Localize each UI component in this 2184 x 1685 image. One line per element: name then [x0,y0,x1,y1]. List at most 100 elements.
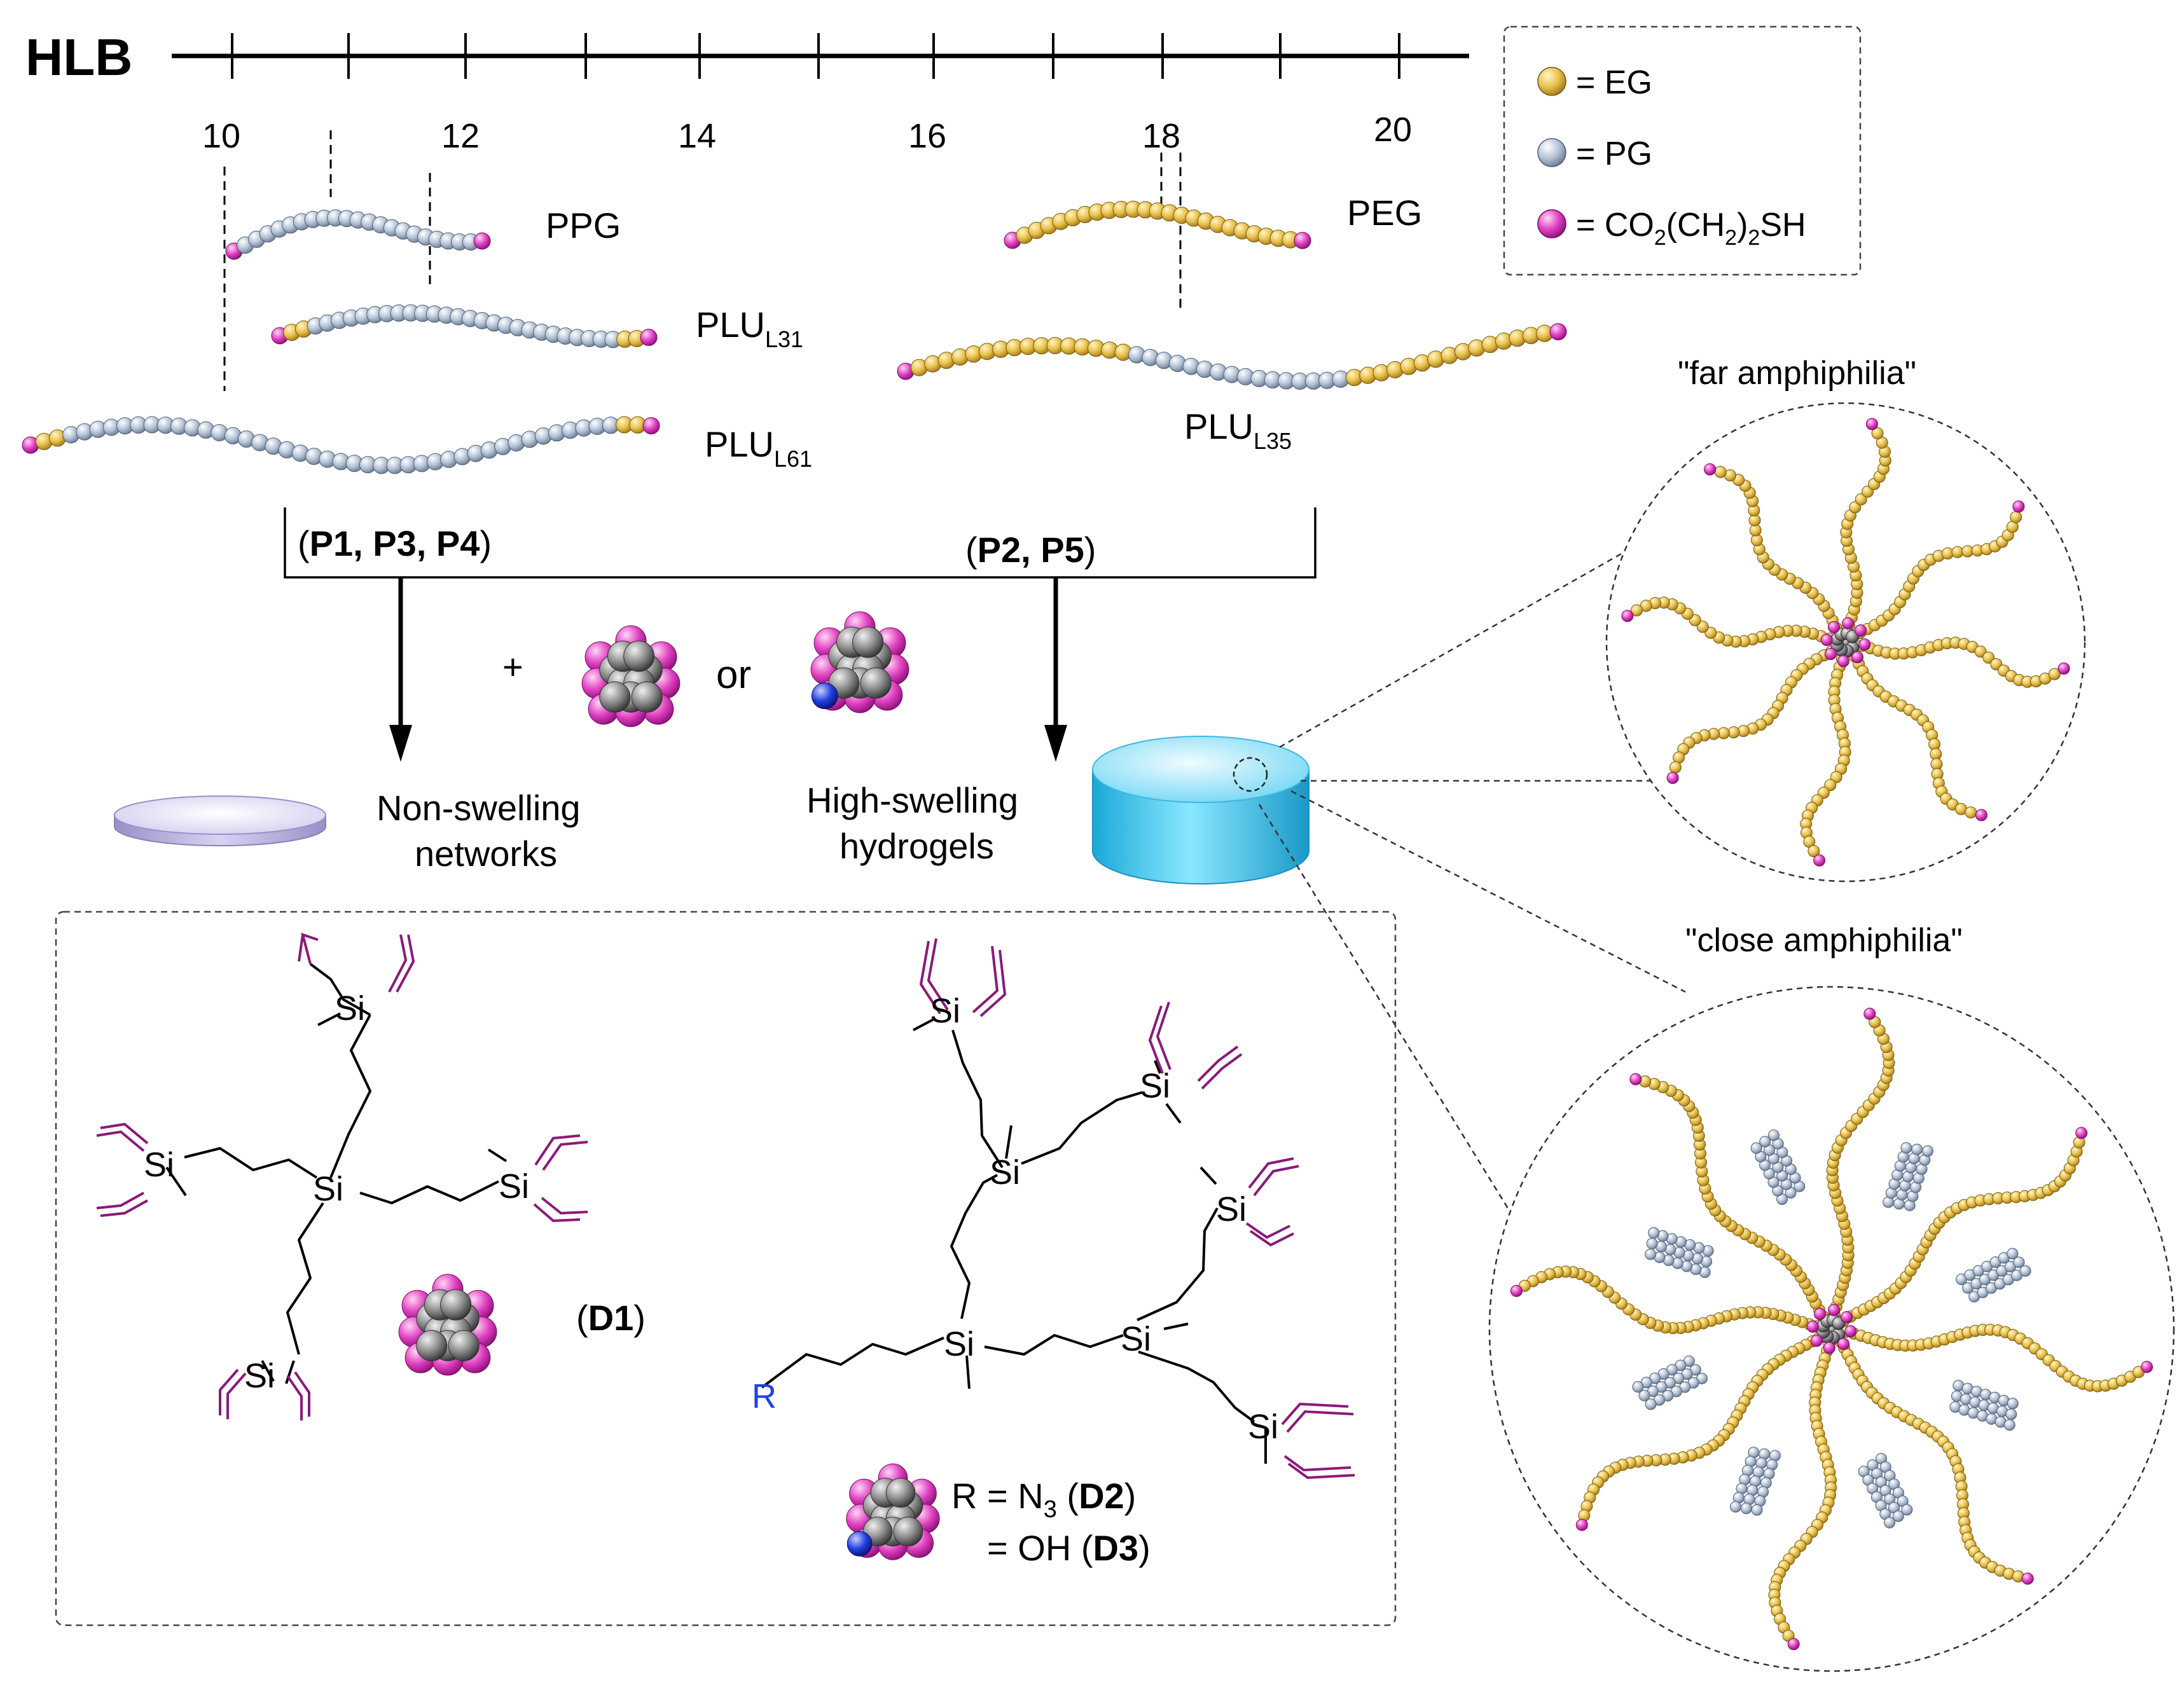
hydrogel-puck [1092,736,1310,884]
core-thiol-bead [1806,1320,1819,1333]
pg-bead [1638,1389,1650,1401]
eg-bead [1951,546,1964,558]
d1-si-center: Si [313,1170,343,1208]
close-amphiphilia-title: "close amphiphilia" [1685,922,1963,959]
thiol-bead [1629,1073,1642,1085]
d1-si-bottom: Si [244,1357,275,1395]
eg-bead [1631,604,1643,617]
eg-bead [1824,779,1837,792]
plu-l35-chain [897,323,1567,390]
d1-dendrimer-icon [398,1274,497,1376]
thiol-bead [1294,231,1311,249]
dendrimer-core-bead [599,681,631,713]
dendrimer-core-bead [416,1330,448,1361]
peg-label: PEG [1347,193,1422,233]
eg-bead-icon [1537,67,1566,96]
legend-eg: = EG [1576,64,1652,101]
pg-bead [1740,1503,1752,1515]
core-thiol-bead [1823,1342,1835,1354]
close-star-network [1510,1007,2153,1651]
eg-bead [1965,806,1977,819]
hlb-tick-10: 10 [202,117,240,155]
eg-bead [1669,761,1682,774]
d1-label: (D1) [576,1298,646,1338]
thiol-bead [2057,662,2070,675]
branch-right-label: (P2, P5) [965,530,1096,570]
thiol-bead [1865,418,1878,430]
d2-si-g: Si [1248,1408,1278,1446]
plu-l31-chain [271,304,658,348]
d2-vinyl-groups [919,938,1355,1480]
core-thiol-bead [1842,617,1855,629]
pg-bead [1730,1501,1741,1513]
arrow-right-head [1044,725,1067,762]
pg-bead [1632,1381,1644,1393]
ppg-chain [225,209,491,260]
dendrimer-core-bead [860,667,892,699]
dendrimer-d2-icon [810,611,909,713]
hlb-tick-16: 16 [908,117,946,155]
dendrimer-core-bead [852,626,884,658]
pg-bead [1767,1129,1780,1141]
far-amphiphilia-title: "far amphiphilia" [1678,355,1916,392]
pg-bead [2019,1265,2031,1277]
thiol-bead [1549,323,1567,341]
dendrimer-azide-bead [811,682,838,710]
legend-pg: = PG [1576,135,1652,172]
hlb-tick-marks [231,33,1400,79]
pg-bead [1922,1145,1933,1157]
legend: = EG = PG = CO2(CH2)2SH [1503,25,1862,276]
plu-l31-label: PLUL31 [696,305,803,352]
zoom-spot [1233,757,1268,792]
hlb-guide-lines [223,130,1182,391]
pg-bead [1911,1143,1923,1155]
d2-label: R = N3 (D2) [951,1476,1136,1523]
plu-l35-label: PLUL35 [1184,406,1292,454]
non-swelling-disc [114,795,326,846]
or-label: or [716,653,751,697]
thiol-bead [1510,1284,1523,1297]
thiol-bead [473,232,491,250]
plu-l61-label: PLUL61 [705,424,812,472]
dendrimer-core-bead [623,640,655,672]
dendrimer-azide-bead [847,1531,873,1557]
hlb-tick-14: 14 [678,117,716,155]
pg-bead-icon [1537,138,1566,167]
pg-bead [2005,1408,2017,1420]
d2-structure [761,1017,1267,1464]
thiol-bead-icon [1537,209,1566,238]
thiol-bead [1863,1007,1876,1020]
core-thiol-bead [1820,633,1833,646]
d2-si-c: Si [1140,1067,1170,1105]
thiol-bead [2012,500,2025,513]
dendrimer-core-bead [448,1330,480,1361]
eg-bead [1855,493,1867,506]
pg-bead [1648,1227,1660,1239]
thiol-bead [1666,771,1679,784]
pg-bead [2007,1248,2019,1260]
legend-box [1503,25,1862,276]
d1-si-right: Si [499,1167,529,1206]
eg-bead [1982,651,1995,664]
core-thiol-bead [1814,1307,1826,1320]
thiol-bead [1621,610,1634,622]
eg-bead [1727,726,1740,739]
core-thiol-bead [1828,621,1840,633]
dendrimer-core-bead [440,1289,472,1321]
core-thiol-bead [1837,655,1849,668]
plus-sign: + [502,647,523,687]
thiol-bead [642,417,660,435]
high-swelling-line2: hydrogels [840,826,994,866]
d1-structure [165,963,508,1384]
thiol-bead [1787,1638,1800,1651]
hlb-tick-12: 12 [441,117,480,155]
thiol-bead [1704,463,1717,476]
polymer-chains [22,200,1567,474]
d2-si-a: Si [930,992,960,1030]
core-thiol-bead [1855,624,1867,636]
plu-l61-chain [22,416,660,474]
ppg-label: PPG [546,205,621,245]
hlb-label: HLB [25,29,133,86]
d1-si-top: Si [335,989,365,1028]
